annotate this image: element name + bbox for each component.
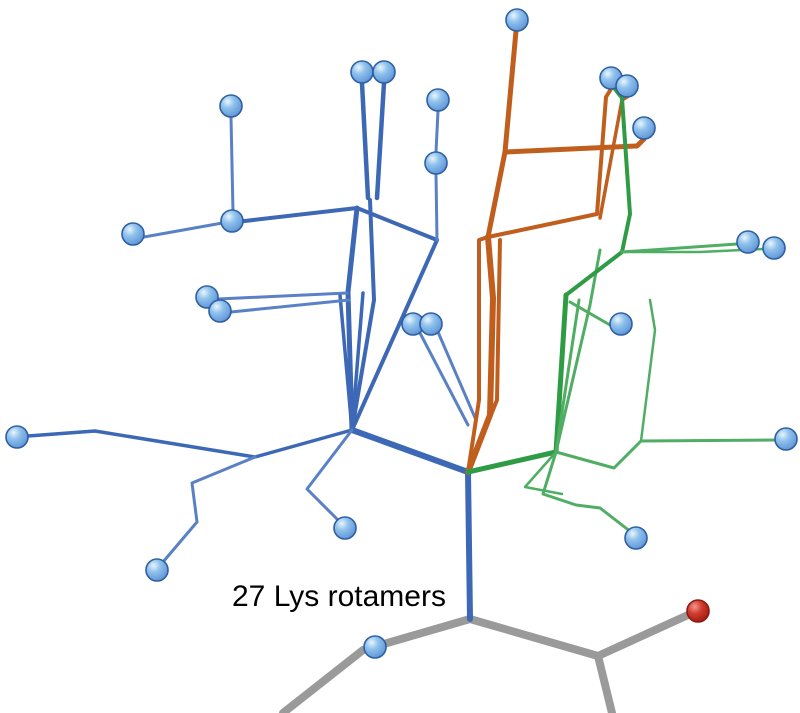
- bond-blue: [350, 238, 439, 432]
- bond-gray: [594, 611, 692, 660]
- nitrogen-atom[interactable]: [424, 151, 448, 175]
- bond-orange: [466, 235, 490, 474]
- bond-blue_light: [216, 291, 349, 301]
- bond-blue: [359, 80, 371, 201]
- bond-green_light: [554, 298, 581, 454]
- nitrogen-atom[interactable]: [333, 516, 357, 540]
- nitrogen-atom[interactable]: [121, 222, 145, 246]
- rotamer-count-label: 27 Lys rotamers: [232, 580, 446, 613]
- bond-green_light: [620, 242, 739, 254]
- nitrogen-atom[interactable]: [426, 88, 450, 112]
- bond-green_light: [523, 450, 564, 496]
- nitrogen-atom[interactable]: [208, 299, 232, 323]
- bond-green_light: [568, 300, 612, 327]
- bond-gray: [279, 615, 616, 713]
- bond-blue_light: [229, 298, 351, 314]
- bond-blue: [26, 428, 354, 459]
- nitrogen-atom[interactable]: [419, 312, 443, 336]
- nitrogen-atom[interactable]: [762, 236, 786, 260]
- bond-orange: [466, 238, 502, 474]
- bond-orange: [486, 87, 613, 239]
- bond-blue: [350, 198, 376, 432]
- nitrogen-atom[interactable]: [350, 60, 374, 84]
- bond-orange: [502, 136, 647, 155]
- bond-blue_light: [418, 331, 470, 427]
- bond-blue_light: [142, 220, 230, 239]
- bond-blue_light: [434, 172, 439, 242]
- bond-blue: [338, 293, 354, 432]
- nitrogen-atom[interactable]: [774, 427, 798, 451]
- nitrogen-atom[interactable]: [736, 230, 760, 254]
- nitrogen-atom[interactable]: [615, 74, 639, 98]
- nitrogen-atom[interactable]: [624, 526, 648, 550]
- nitrogen-atom[interactable]: [372, 60, 396, 84]
- nitrogen-atom[interactable]: [219, 94, 243, 118]
- bond-green: [553, 292, 569, 455]
- bond-blue_light: [161, 455, 257, 564]
- bond-green_light: [639, 298, 657, 443]
- atoms-layer: [5, 8, 798, 659]
- nitrogen-atom[interactable]: [363, 635, 387, 659]
- nitrogen-atom[interactable]: [145, 558, 169, 582]
- bond-orange: [485, 28, 519, 240]
- bond-blue: [349, 427, 471, 475]
- bond-blue_light: [305, 428, 354, 522]
- bond-blue_light: [434, 109, 440, 154]
- bond-blue_light: [436, 330, 478, 422]
- bond-blue: [355, 206, 439, 242]
- nitrogen-atom[interactable]: [220, 209, 244, 233]
- bond-green_light: [554, 438, 777, 470]
- bond-blue: [465, 469, 473, 622]
- bond-blue: [350, 291, 365, 432]
- bond-blue: [234, 206, 359, 224]
- nitrogen-atom[interactable]: [5, 425, 29, 449]
- nitrogen-atom[interactable]: [609, 312, 633, 336]
- bond-blue_light: [229, 115, 235, 214]
- bond-green: [465, 449, 559, 475]
- nitrogen-atom[interactable]: [632, 116, 656, 140]
- nitrogen-atom[interactable]: [505, 8, 529, 32]
- bond-green_light: [541, 450, 633, 534]
- bond-green_light: [554, 248, 602, 454]
- oxygen-atom[interactable]: [686, 599, 710, 623]
- bond-blue: [374, 80, 387, 201]
